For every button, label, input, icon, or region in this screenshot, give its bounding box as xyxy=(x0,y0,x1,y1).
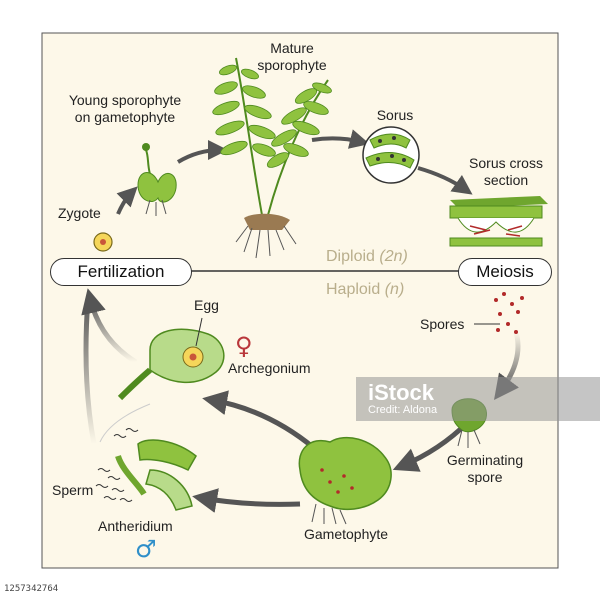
diploid-label: Diploid (2n) xyxy=(326,248,408,265)
image-id: 1257342764 xyxy=(4,584,59,594)
sorus-illustration xyxy=(362,126,420,184)
mature-sporophyte-illustration xyxy=(212,57,332,259)
watermark-bar xyxy=(356,377,600,421)
watermark-credit: Credit: Aldona xyxy=(368,404,438,416)
label-germinating-spore: Germinating spore xyxy=(446,452,524,485)
arrow-sorus-to-cross xyxy=(417,166,473,195)
label-sperm: Sperm xyxy=(52,482,94,498)
sperm-path-line xyxy=(99,403,151,443)
label-archegonium: Archegonium xyxy=(228,360,311,376)
label-egg: Egg xyxy=(194,297,219,313)
arrow-egg-to-fertilization xyxy=(81,288,138,365)
archegonium-illustration xyxy=(117,317,225,401)
label-antheridium: Antheridium xyxy=(98,518,173,534)
label-gametophyte: Gametophyte xyxy=(304,526,389,542)
female-symbol: ♀ xyxy=(235,332,253,360)
label-zygote: Zygote xyxy=(58,205,101,221)
arrow-gametophyte-to-antheridium xyxy=(192,488,301,513)
fertilization-pill: Fertilization xyxy=(50,258,192,286)
arrow-sperm-to-fertilization xyxy=(83,297,97,445)
antheridium-illustration xyxy=(115,439,197,511)
label-spores: Spores xyxy=(420,316,465,332)
sorus-cross-section-illustration xyxy=(449,196,548,247)
haploid-label: Haploid (n) xyxy=(326,281,405,298)
meiosis-pill: Meiosis xyxy=(458,258,552,286)
young-sporophyte-illustration xyxy=(137,143,177,216)
label-mature-sporophyte: Mature sporophyte xyxy=(257,40,327,73)
arrow-gametophyte-to-archegonium xyxy=(202,390,316,450)
watermark-brand: iStock xyxy=(368,380,435,405)
sperm-cells xyxy=(95,428,139,502)
gametophyte-illustration xyxy=(298,436,392,525)
zygote-cell xyxy=(93,232,113,252)
label-sorus-cross-section: Sorus cross section xyxy=(469,155,543,188)
label-young-sporophyte: Young sporophyte on gametophyte xyxy=(68,92,182,125)
arrow-zygote-to-young xyxy=(116,186,138,215)
male-symbol: ♂ xyxy=(135,535,157,563)
spores-dots xyxy=(494,292,524,334)
arrow-mature-to-sorus xyxy=(311,129,370,149)
arrow-young-to-mature xyxy=(176,140,228,164)
label-sorus: Sorus xyxy=(376,107,414,123)
